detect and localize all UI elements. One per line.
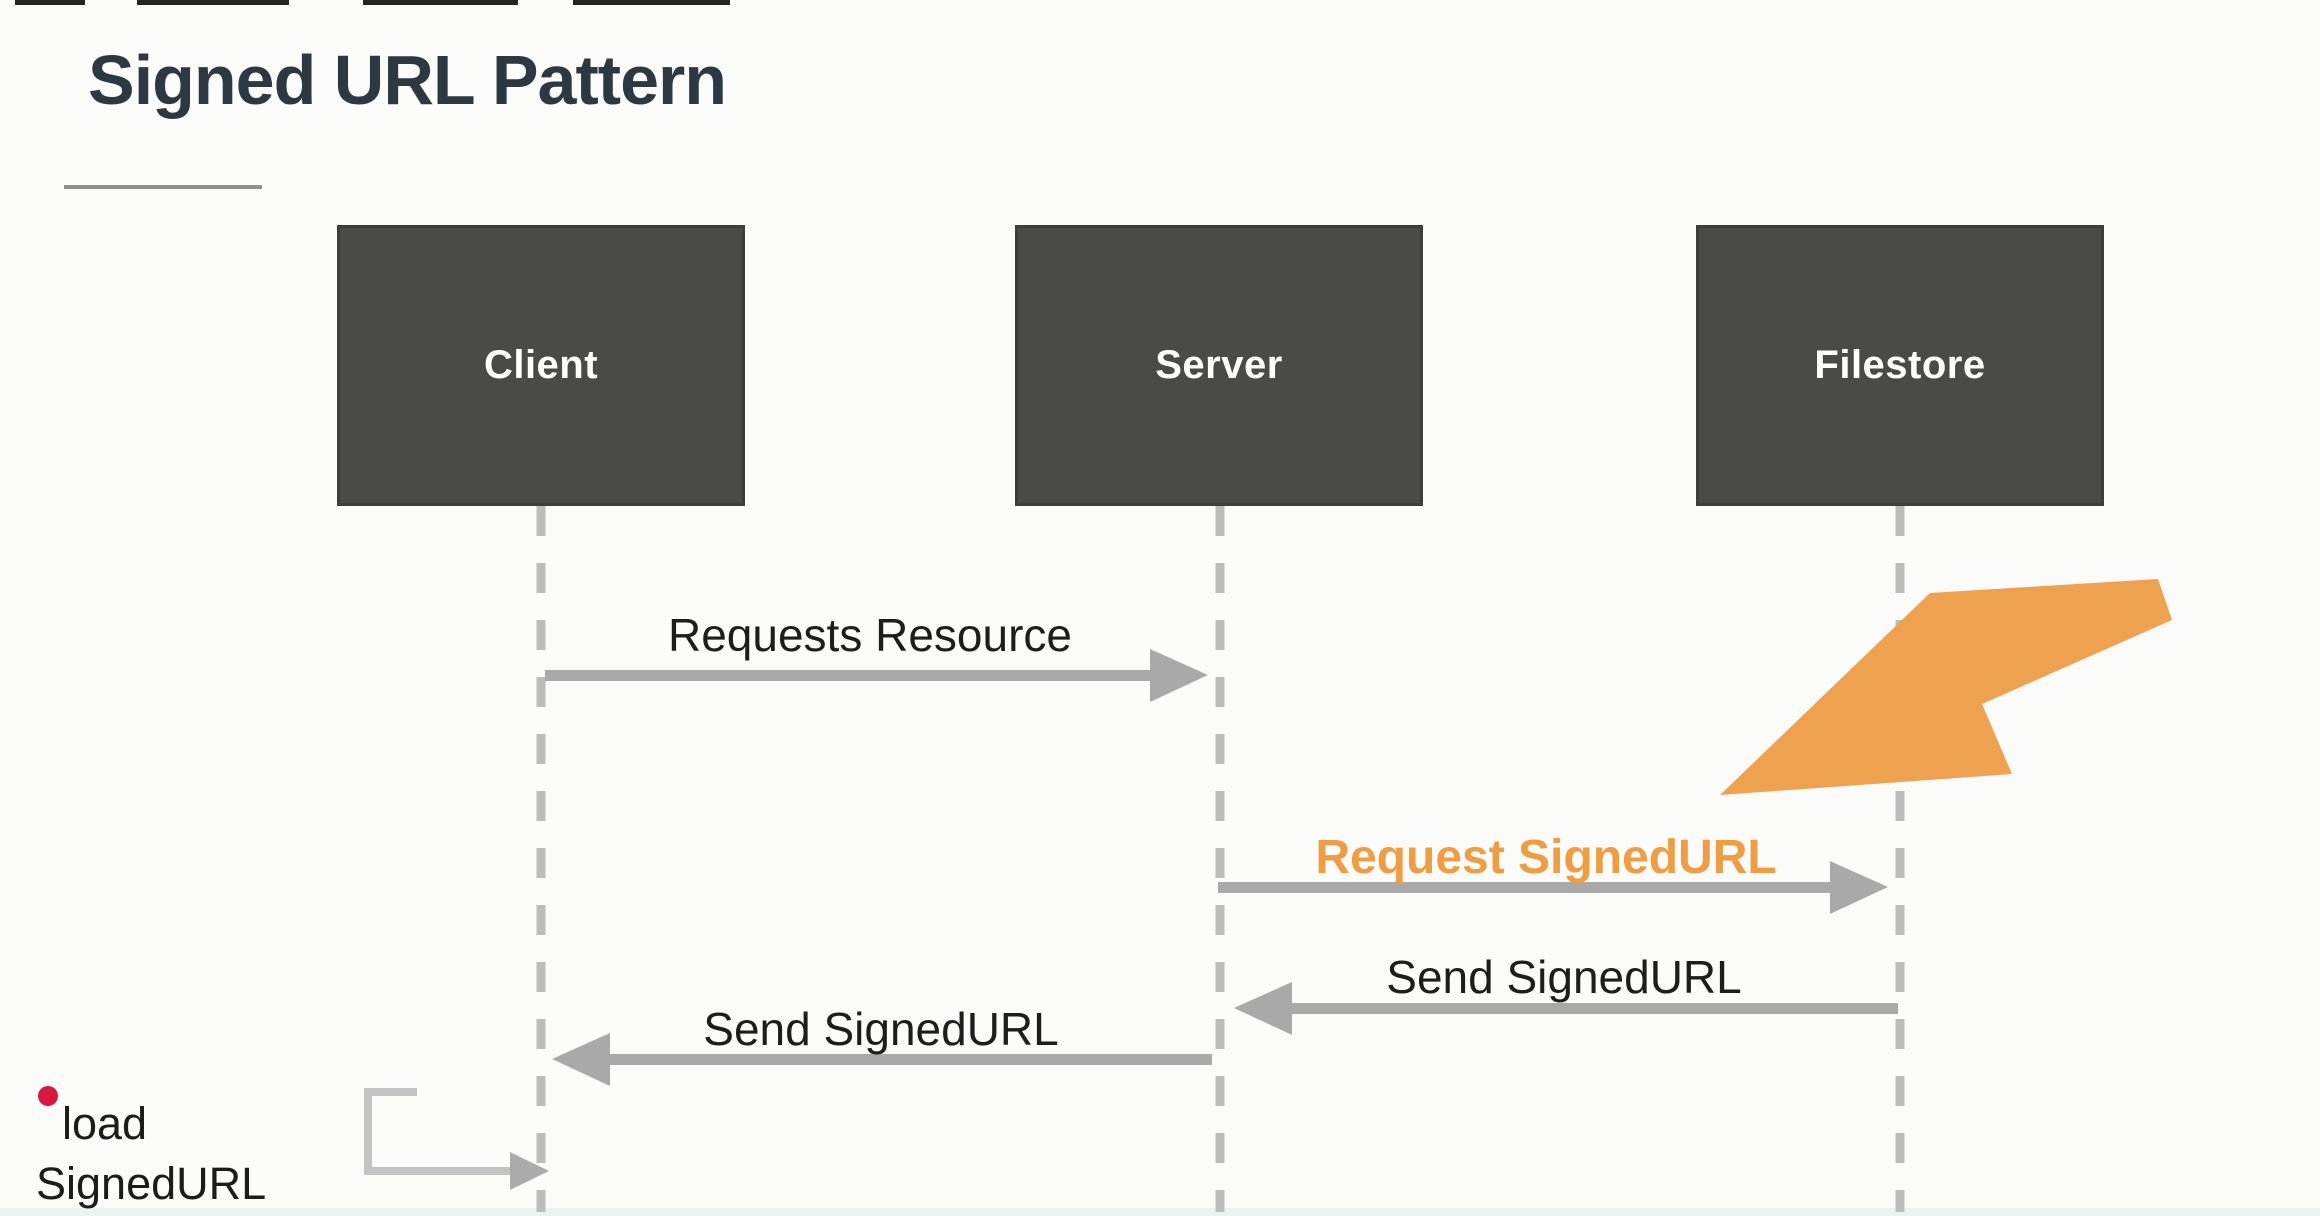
message-label-request-signedurl: Request SignedURL	[1315, 831, 1777, 884]
arrow-send-signedurl-to-server	[1234, 982, 1898, 1035]
note-load-signedurl-line1: load	[62, 1098, 148, 1149]
arrow-requests-resource	[545, 649, 1208, 702]
actor-label-client: Client	[483, 343, 599, 387]
actor-box-server: Server	[1015, 225, 1423, 506]
self-loop-load-signedurl	[364, 1088, 549, 1190]
page-title: Signed URL Pattern	[88, 41, 727, 119]
arrow-send-signedurl-to-client	[552, 1033, 1212, 1086]
note-load-signedurl-line2: SignedURL	[36, 1158, 267, 1209]
actor-label-server: Server	[1155, 343, 1283, 387]
title-underline	[64, 185, 262, 189]
message-label-send-signedurl-to-client: Send SignedURL	[703, 1003, 1059, 1055]
top-edge-bar	[15, 0, 730, 5]
message-label-requests-resource: Requests Resource	[668, 609, 1072, 661]
red-dot-icon	[38, 1086, 58, 1106]
highlight-pointer-arrow-icon	[1720, 579, 2172, 795]
arrow-request-signedurl	[1218, 861, 1888, 914]
message-label-send-signedurl-to-server: Send SignedURL	[1386, 951, 1742, 1003]
actor-label-filestore: Filestore	[1814, 343, 1986, 387]
actor-box-filestore: Filestore	[1696, 225, 2104, 506]
bottom-edge-strip	[0, 1208, 2320, 1216]
actor-box-client: Client	[337, 225, 745, 506]
